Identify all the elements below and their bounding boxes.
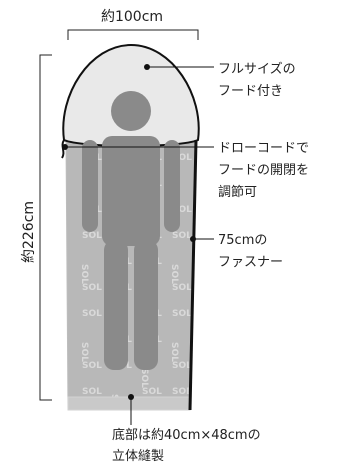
hood-callout-line2: フード付き xyxy=(218,84,283,99)
logo-pattern-mark: SOL xyxy=(82,283,102,293)
zipper-callout-line2: ファスナー xyxy=(218,255,283,270)
logo-pattern-mark: SOL xyxy=(139,368,149,388)
callout-drawcord: ドローコードで フードの開閉を 調節可 xyxy=(62,141,309,200)
logo-pattern-mark: SOL xyxy=(142,387,162,397)
logo-pattern-mark: SOL xyxy=(79,264,89,284)
logo-pattern-mark: SOL xyxy=(169,264,179,284)
logo-pattern-mark: SOL xyxy=(172,361,192,371)
callout-hood: フルサイズの フード付き xyxy=(144,61,296,99)
drawcord-callout-dot xyxy=(62,144,68,150)
callout-zipper: 75cmの ファスナー xyxy=(190,233,283,270)
width-bracket xyxy=(67,29,199,40)
logo-pattern-mark: SOL xyxy=(82,361,102,371)
figure-right-leg xyxy=(134,240,158,370)
length-bracket xyxy=(39,54,52,401)
hood-callout-line1: フルサイズの xyxy=(218,61,296,77)
logo-pattern-mark: SOL xyxy=(82,387,102,397)
logo-pattern-mark: SOL xyxy=(172,153,192,163)
figure-head xyxy=(111,91,151,131)
person-figure xyxy=(82,91,180,370)
zipper-callout-line1: 75cmの xyxy=(218,233,267,248)
callout-bottom: 底部は約40cm×48cmの 立体縫製 xyxy=(112,394,261,464)
width-dimension: 約100cm xyxy=(67,9,199,40)
logo-pattern-mark: SOL xyxy=(82,309,102,319)
zipper-edge xyxy=(188,139,198,411)
logo-pattern-mark: SOL xyxy=(172,205,192,215)
logo-pattern-mark: SOL xyxy=(172,283,192,293)
bottom-callout-line1: 底部は約40cm×48cmの xyxy=(112,427,261,443)
figure-left-leg xyxy=(104,240,128,370)
logo-pattern-mark: SOL xyxy=(169,342,179,362)
drawcord-callout-line3: 調節可 xyxy=(218,185,257,200)
figure-left-arm xyxy=(82,140,98,232)
length-dimension: 約226cm xyxy=(21,54,52,401)
logo-pattern-mark: SOL xyxy=(172,231,192,241)
logo-pattern-mark: SOL xyxy=(79,342,89,362)
drawcord-callout-line1: ドローコードで xyxy=(218,141,309,156)
drawcord-callout-line2: フードの開閉を xyxy=(218,163,309,178)
figure-torso xyxy=(102,136,160,246)
length-label: 約226cm xyxy=(21,201,37,263)
width-label: 約100cm xyxy=(101,9,163,25)
logo-pattern-mark: SOL xyxy=(172,387,192,397)
bottom-callout-line2: 立体縫製 xyxy=(112,449,164,464)
logo-pattern-mark: SOL xyxy=(172,309,192,319)
figure-right-arm xyxy=(164,140,180,232)
logo-pattern-mark: SOL xyxy=(82,231,102,241)
